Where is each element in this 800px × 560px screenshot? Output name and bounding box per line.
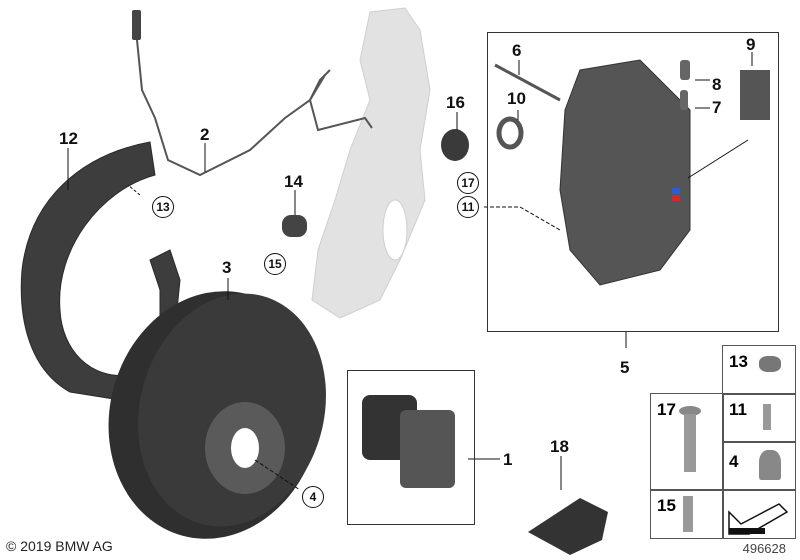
callout-12[interactable]: 12	[59, 129, 78, 148]
direction-arrow-icon	[728, 503, 789, 535]
callout-6[interactable]: 6	[512, 41, 522, 60]
ref-15[interactable]: 15	[264, 253, 286, 275]
callout-9[interactable]: 9	[746, 35, 756, 54]
ref-11[interactable]: 11	[457, 196, 479, 218]
callout-7[interactable]: 7	[712, 98, 722, 117]
ref-13[interactable]: 13	[152, 196, 174, 218]
hw-cell-arrow[interactable]	[722, 489, 796, 539]
brake-pad-group-box	[347, 370, 475, 525]
callout-14[interactable]: 14	[284, 172, 303, 191]
brake-dust-shield	[20, 141, 181, 401]
ref-4[interactable]: 4	[302, 486, 324, 508]
callout-18[interactable]: 18	[550, 437, 569, 456]
hw-cell-15[interactable]: 15	[650, 489, 724, 539]
callout-3[interactable]: 3	[222, 258, 232, 277]
callout-16[interactable]: 16	[446, 93, 465, 112]
wear-sensor-cable	[134, 14, 373, 177]
caliper-group-box	[487, 32, 779, 332]
torx-bolt-short-icon	[683, 496, 693, 532]
hw-cell-11[interactable]: 11	[722, 393, 796, 443]
hex-bolt-icon	[759, 356, 781, 372]
copyright: © 2019 BMW AG	[6, 538, 113, 554]
hw-cell-4[interactable]: 4	[722, 441, 796, 491]
callout-10[interactable]: 10	[507, 89, 526, 108]
steering-knuckle	[311, 7, 431, 319]
document-id: 496628	[742, 541, 786, 556]
torx-bolt-small-icon	[763, 404, 771, 430]
callout-5[interactable]: 5	[620, 358, 630, 377]
brake-caliper	[559, 59, 691, 286]
callout-8[interactable]: 8	[712, 75, 722, 94]
hw-cell-17[interactable]: 17	[650, 393, 724, 491]
torx-bolt-long-icon	[679, 406, 701, 416]
callout-2[interactable]: 2	[200, 125, 210, 144]
ref-17[interactable]: 17	[457, 172, 479, 194]
countersunk-screw-icon	[759, 450, 781, 480]
callout-1[interactable]: 1	[503, 450, 513, 469]
hw-cell-13[interactable]: 13	[722, 345, 796, 395]
